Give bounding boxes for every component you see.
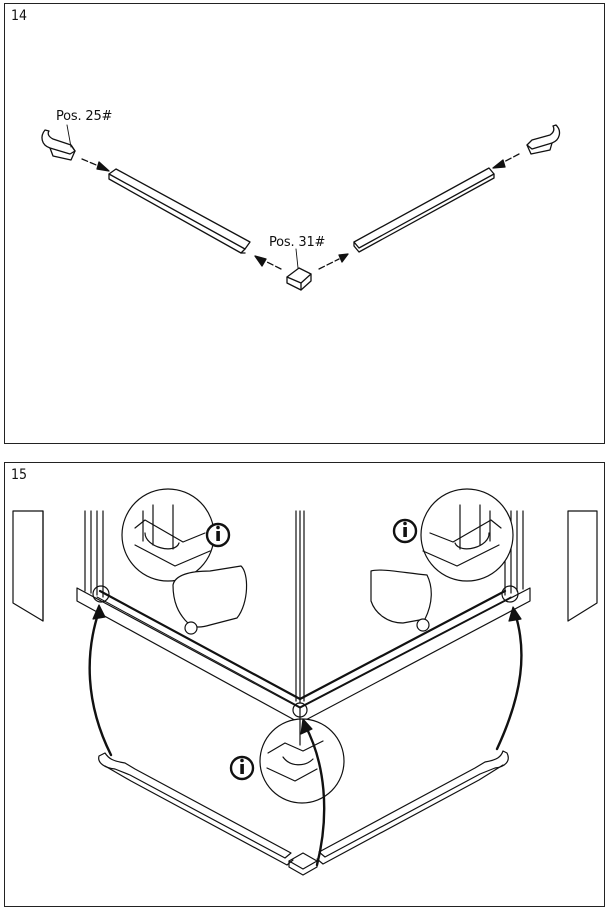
callout-pos-31: Pos. 31# [269, 235, 326, 250]
info-icon [205, 522, 231, 548]
step-15-panel: 15 [4, 462, 605, 907]
step-number: 14 [11, 8, 28, 24]
detail-magnifier-right [420, 488, 514, 582]
center-post [295, 510, 305, 704]
right-base-profile [353, 167, 495, 253]
step-number: 15 [11, 467, 28, 483]
right-wall [567, 510, 598, 622]
left-base-profile [108, 168, 251, 254]
left-panel-frame [84, 510, 104, 598]
info-icon [392, 518, 418, 544]
detail-magnifier-left [121, 488, 215, 582]
left-end-cap [41, 129, 76, 161]
step-14-panel: 14 Pos. 25# Pos. 31# [4, 3, 605, 444]
info-icon [229, 755, 255, 781]
lower-left-profile [98, 752, 294, 866]
step-14-drawing [41, 124, 561, 291]
lower-right-profile [316, 750, 509, 865]
hand-right [370, 569, 432, 632]
callout-pos-25: Pos. 25# [56, 109, 113, 124]
lower-corner-piece [288, 852, 318, 876]
corner-piece [286, 267, 312, 291]
step-15-drawing [12, 488, 598, 876]
left-wall [12, 510, 44, 622]
right-end-cap [526, 124, 561, 155]
hand-left [172, 565, 248, 635]
